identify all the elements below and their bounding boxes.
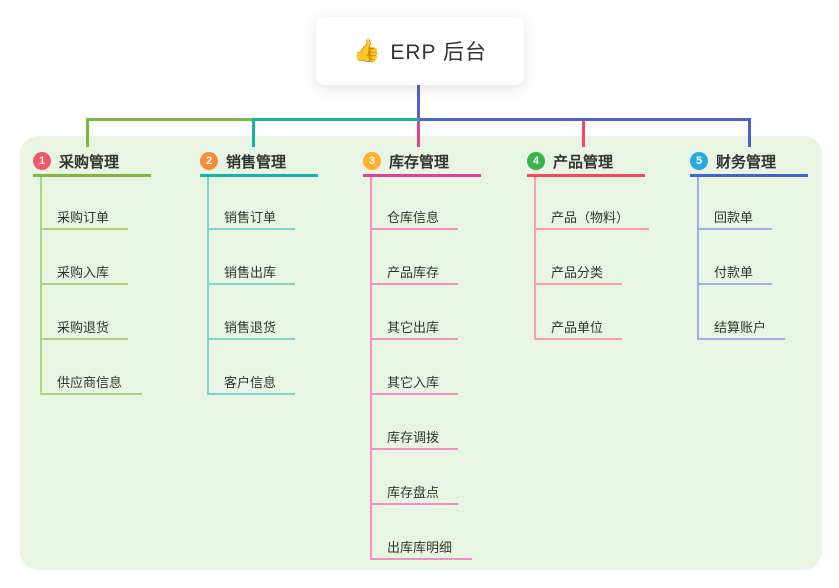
child-underline [697,283,772,285]
branches-panel [20,136,822,570]
child-node-label[interactable]: 销售订单 [224,210,277,225]
child-spine-line [40,177,42,395]
child-underline [370,448,458,450]
root-node[interactable]: 👍 ERP 后台 [316,17,524,85]
branch-node-label: 采购管理 [59,153,120,171]
child-underline [207,338,295,340]
child-underline [534,228,649,230]
branch-node-label: 销售管理 [226,153,287,171]
child-underline [534,338,622,340]
child-node-label[interactable]: 库存调拨 [387,430,440,445]
child-underline [370,503,458,505]
root-title: ERP 后台 [390,41,488,64]
child-underline [370,283,458,285]
branch-drop-line [582,121,585,147]
branch-node-3[interactable]: 3 库存管理 [363,148,449,174]
child-underline [534,283,622,285]
branch-node-label: 库存管理 [389,153,450,171]
branch-node-2[interactable]: 2 销售管理 [200,148,286,174]
child-underline [370,228,458,230]
child-node-label[interactable]: 产品单位 [551,320,604,335]
branch-underline [33,174,151,177]
child-node-label[interactable]: 库存盘点 [387,485,440,500]
thumbs-up-icon: 👍 [352,38,381,63]
child-underline [370,558,472,560]
branch-node-4[interactable]: 4 产品管理 [527,148,613,174]
branch-index-badge: 5 [690,152,708,170]
child-underline [40,228,128,230]
child-node-label[interactable]: 结算账户 [714,320,767,335]
child-underline [697,338,785,340]
child-node-label[interactable]: 产品库存 [387,265,440,280]
child-node-label[interactable]: 客户信息 [224,375,277,390]
branch-drop-line [748,118,751,147]
child-underline [40,338,128,340]
branch-underline [363,174,481,177]
trunk-segment-line [86,118,254,121]
branch-drop-line [86,118,89,147]
child-node-label[interactable]: 采购入库 [57,265,110,280]
child-node-label[interactable]: 产品分类 [551,265,604,280]
root-connector-line [417,85,420,118]
branch-underline [527,174,645,177]
child-underline [207,228,295,230]
child-node-label[interactable]: 产品（物料） [551,210,630,225]
child-node-label[interactable]: 其它出库 [387,320,440,335]
child-node-label[interactable]: 其它入库 [387,375,440,390]
child-node-label[interactable]: 出库库明细 [387,540,453,555]
child-node-label[interactable]: 付款单 [714,265,754,280]
child-node-label[interactable]: 仓库信息 [387,210,440,225]
branch-drop-line [252,118,255,147]
child-underline [40,283,128,285]
trunk-segment-line [254,118,419,121]
child-spine-line [207,177,209,395]
trunk-segment-line [419,118,751,121]
branch-node-1[interactable]: 1 采购管理 [33,148,119,174]
branch-node-label: 产品管理 [553,153,614,171]
child-node-label[interactable]: 采购订单 [57,210,110,225]
child-underline [370,393,458,395]
branch-underline [690,174,808,177]
child-node-label[interactable]: 供应商信息 [57,375,123,390]
branch-drop-line [417,121,420,147]
branch-index-badge: 4 [527,152,545,170]
branch-index-badge: 2 [200,152,218,170]
child-underline [370,338,458,340]
child-spine-line [697,177,699,340]
child-underline [207,283,295,285]
child-underline [207,393,295,395]
child-node-label[interactable]: 销售出库 [224,265,277,280]
branch-index-badge: 3 [363,152,381,170]
child-underline [40,393,142,395]
child-node-label[interactable]: 采购退货 [57,320,110,335]
child-node-label[interactable]: 回款单 [714,210,754,225]
child-spine-line [370,177,372,560]
child-underline [697,228,772,230]
child-node-label[interactable]: 销售退货 [224,320,277,335]
branch-node-label: 财务管理 [716,153,777,171]
branch-node-5[interactable]: 5 财务管理 [690,148,776,174]
branch-underline [200,174,318,177]
child-spine-line [534,177,536,340]
branch-index-badge: 1 [33,152,51,170]
